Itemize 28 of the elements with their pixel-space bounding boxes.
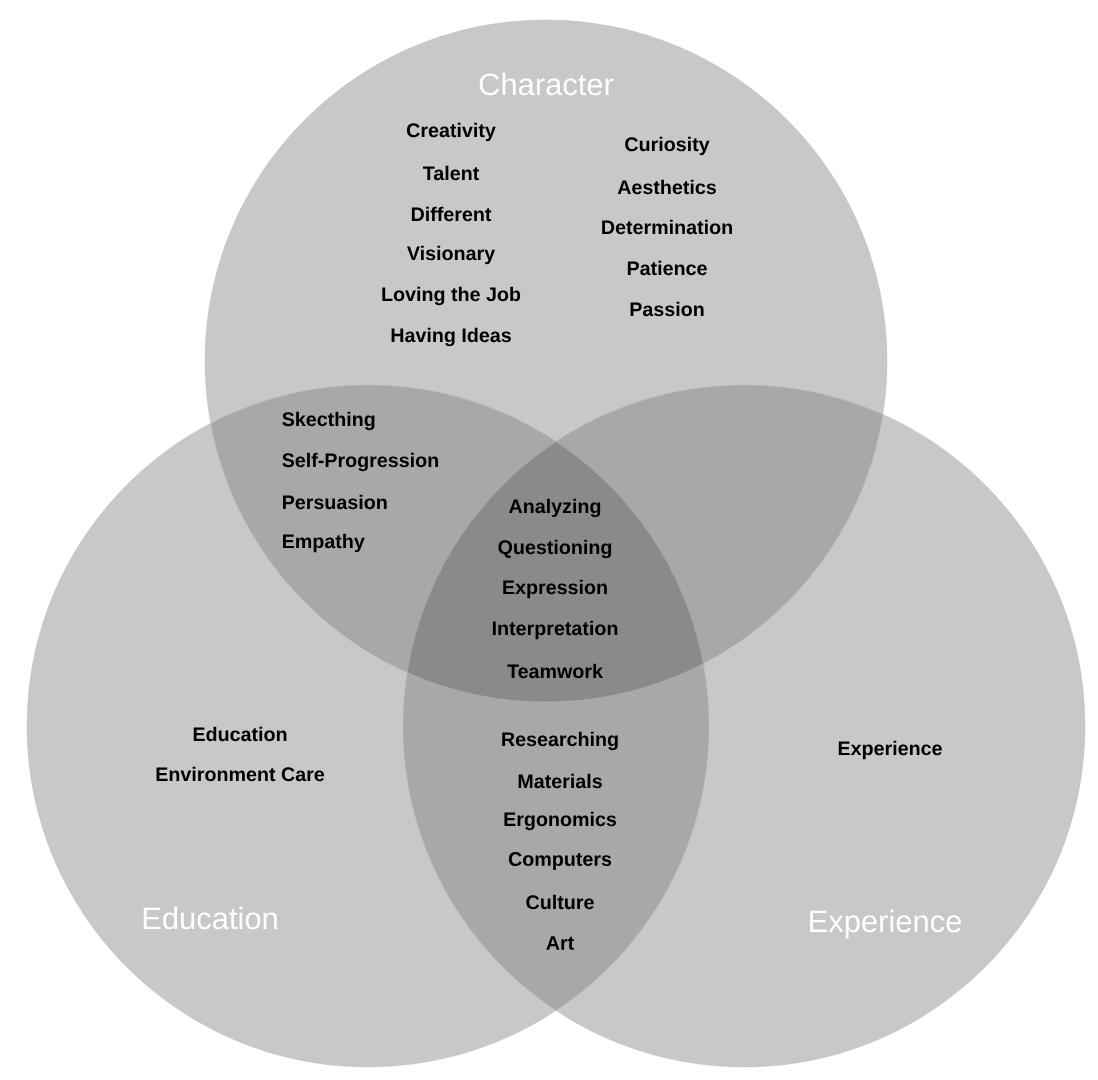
venn-label: Patience <box>627 260 707 276</box>
venn-label: Different <box>411 206 492 222</box>
venn-label: Education <box>193 726 287 742</box>
venn-label: Art <box>546 936 574 950</box>
venn-label: Determination <box>602 219 732 235</box>
venn-label: Experience <box>838 740 942 760</box>
venn-label: Analyzing <box>509 498 601 518</box>
venn-label: Interpretation <box>492 620 618 640</box>
venn-label: Aesthetics <box>617 179 716 195</box>
venn-label: Culture <box>526 894 594 910</box>
venn-label: Empathy <box>283 533 365 553</box>
venn-label: Researching <box>502 731 618 751</box>
venn-label: Talent <box>423 165 479 181</box>
venn-label: Skecthing <box>282 411 375 431</box>
venn-label: Loving the Job <box>382 286 521 306</box>
venn-label: Environment Care <box>156 766 325 782</box>
venn-label: Persuasion <box>283 494 387 510</box>
venn-label: Ergonomics <box>504 811 617 831</box>
venn-label: Expression <box>503 579 607 599</box>
venn-label: Teamwork <box>507 663 603 679</box>
venn-label: Passion <box>630 301 704 317</box>
venn-label: Questioning <box>498 539 612 559</box>
venn-label: Having Ideas <box>391 327 511 347</box>
venn-label: Computers <box>508 852 612 870</box>
venn-label: Curiosity <box>625 136 710 156</box>
venn-label: Creativity <box>406 122 496 142</box>
venn-label: Materials <box>518 773 602 789</box>
venn-label: Visionary <box>407 245 496 265</box>
